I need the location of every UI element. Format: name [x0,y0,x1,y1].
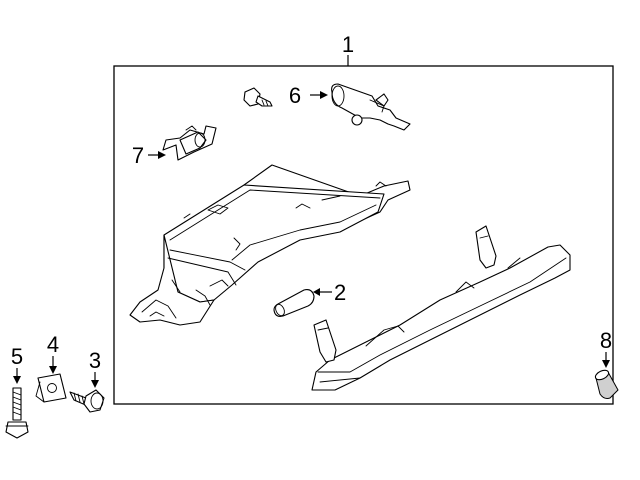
part-8-cap [594,352,619,399]
callout-2: 2 [334,280,346,305]
top-screw [243,87,273,107]
callout-5: 5 [11,344,23,369]
part-6-damper [331,83,411,131]
part-4-clip-nut [35,356,67,403]
callout-4: 4 [47,332,59,357]
callout-8: 8 [600,328,612,353]
callout-7: 7 [132,143,144,168]
callout-1: 1 [342,32,354,57]
callout-6: 6 [289,83,301,108]
part-3-screw [69,372,105,413]
part-5-bolt [5,368,29,439]
glove-box-door-panel [311,225,571,391]
part-2-bumper [273,289,315,317]
part-7-latch [162,125,217,161]
assembly-frame [113,65,614,405]
glove-box-bin [129,164,411,326]
callout-3: 3 [89,348,101,373]
